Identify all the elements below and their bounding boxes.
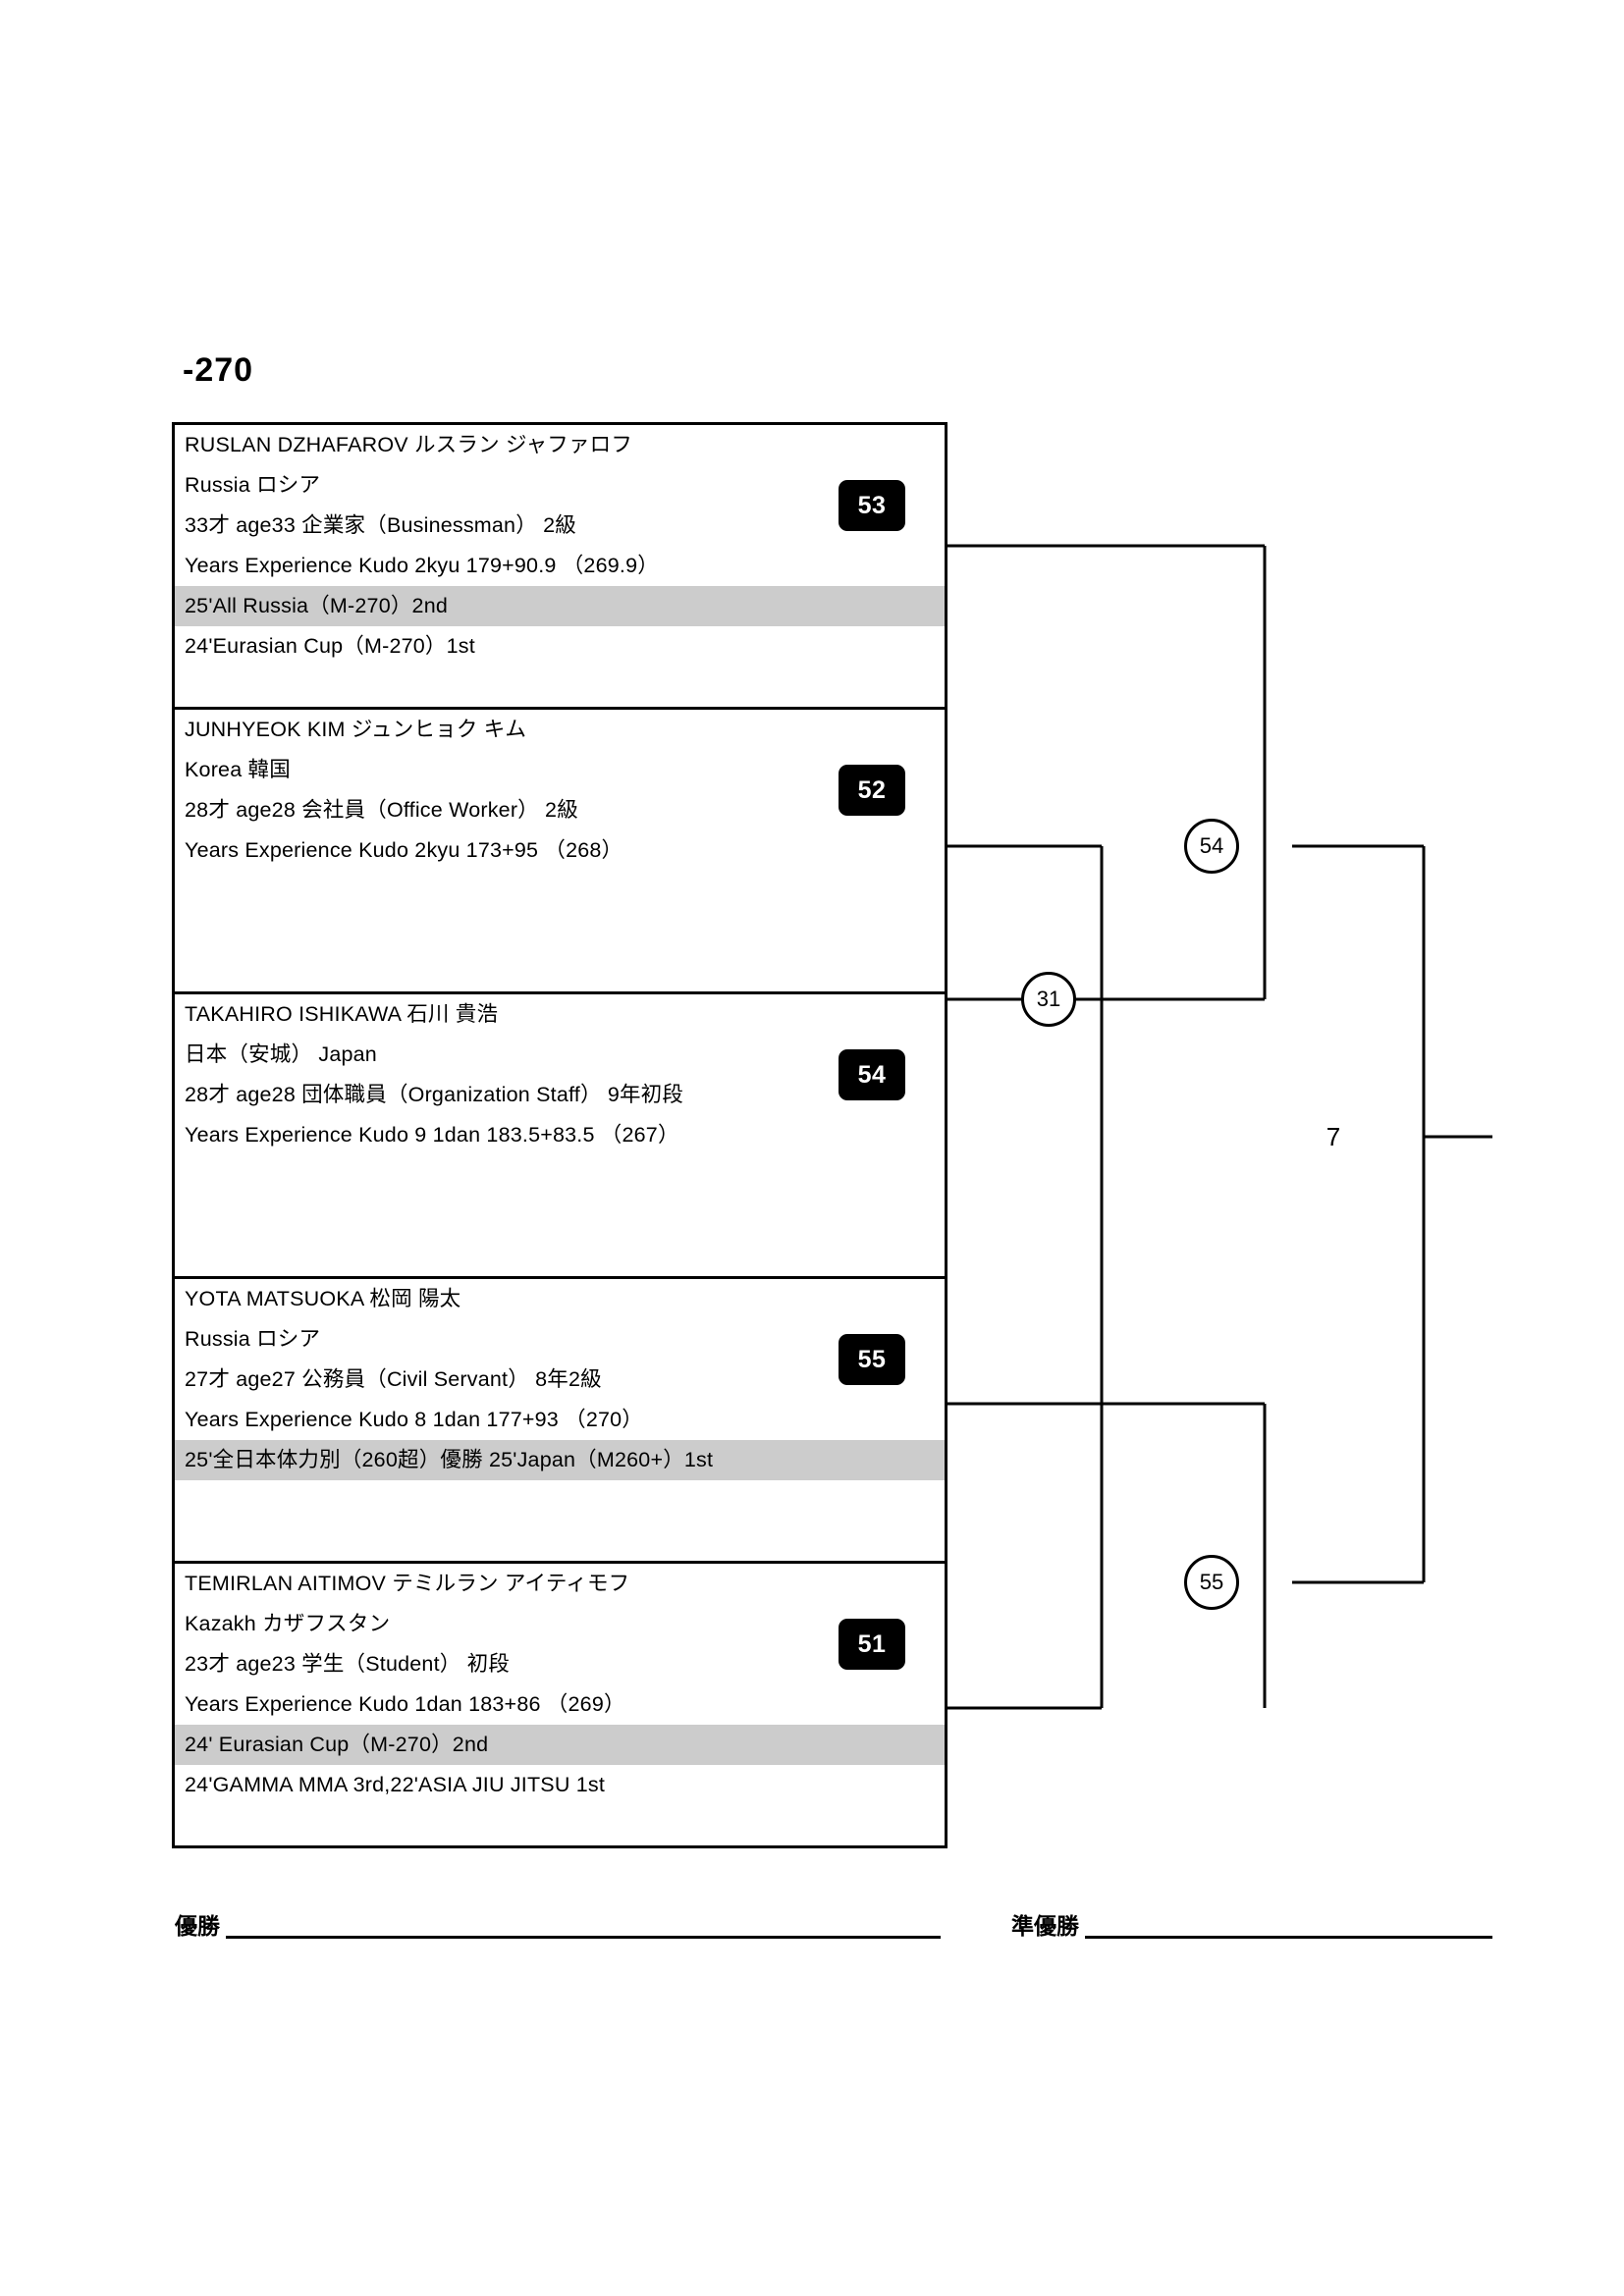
competitor-name: YOTA MATSUOKA 松岡 陽太 xyxy=(185,1287,461,1310)
competitor-detail-line: Kazakh カザフスタン xyxy=(185,1612,391,1635)
competitor-column: RUSLAN DZHAFAROV ルスラン ジャファロフ Russia ロシア 33… xyxy=(172,422,947,1848)
competitor-detail-line: 24'Eurasian Cup（M-270）1st xyxy=(185,634,475,658)
competitor-detail-line xyxy=(175,951,945,991)
competitor-detail-line: Years Experience Kudo 9 1dan 183.5+83.5 … xyxy=(185,1123,679,1147)
seed-badge[interactable]: 51 xyxy=(839,1619,905,1670)
seed-badge[interactable]: 55 xyxy=(839,1334,905,1385)
competitor-detail-line: 日本（安城） Japan xyxy=(185,1042,377,1066)
competitor-detail-line: 27才 age27 公務員（Civil Servant） 8年2級 xyxy=(185,1367,602,1391)
bracket-node-54[interactable]: 54 xyxy=(1184,819,1239,874)
competitor-name: RUSLAN DZHAFAROV ルスラン ジャファロフ xyxy=(185,433,633,456)
competitor-block[interactable]: YOTA MATSUOKA 松岡 陽太 Russia ロシア 27才 age27 公… xyxy=(175,1279,945,1564)
seed-badge[interactable]: 53 xyxy=(839,480,905,531)
result-label-champion: 優勝 xyxy=(175,1912,220,1939)
competitor-name: TAKAHIRO ISHIKAWA 石川 貴浩 xyxy=(185,1002,499,1026)
competitor-detail-line: Russia ロシア xyxy=(185,1327,321,1351)
competitor-detail-line xyxy=(175,1521,945,1561)
competitor-detail-line: Russia ロシア xyxy=(185,473,321,497)
competitor-block[interactable]: RUSLAN DZHAFAROV ルスラン ジャファロフ Russia ロシア 33… xyxy=(175,425,945,710)
competitor-detail-line xyxy=(175,871,945,911)
competitor-detail-line xyxy=(175,1196,945,1236)
competitor-detail-line: 25'全日本体力別（260超）優勝 25'Japan（M260+）1st xyxy=(175,1440,945,1480)
competitor-block[interactable]: TAKAHIRO ISHIKAWA 石川 貴浩日本（安城） Japan 28才 a… xyxy=(175,994,945,1279)
result-rule-runnerup[interactable] xyxy=(1085,1935,1492,1939)
competitor-detail-line xyxy=(175,1480,945,1521)
competitor-detail-line: 23才 age23 学生（Student） 初段 xyxy=(185,1652,511,1676)
bracket-node-7[interactable]: 7 xyxy=(1326,1121,1341,1151)
seed-badge[interactable]: 54 xyxy=(839,1049,905,1100)
competitor-detail-line xyxy=(175,1155,945,1196)
competitor-detail-line: 24' Eurasian Cup（M-270）2nd xyxy=(175,1725,945,1765)
competitor-detail-line: 28才 age28 会社員（Office Worker） 2級 xyxy=(185,798,578,822)
competitor-detail-line: Years Experience Kudo 2kyu 173+95 （268） xyxy=(185,838,623,862)
result-slot-runnerup: 準優勝 xyxy=(1011,1880,1492,1939)
competitor-name: TEMIRLAN AITIMOV テミルラン アイティモフ xyxy=(185,1572,630,1595)
competitor-detail-line xyxy=(175,1805,945,1845)
bracket-node-31[interactable]: 31 xyxy=(1021,972,1076,1027)
competitor-detail-line: 28才 age28 団体職員（Organization Staff） 9年初段 xyxy=(185,1083,684,1106)
seed-badge[interactable]: 52 xyxy=(839,765,905,816)
result-rule-champion[interactable] xyxy=(226,1935,941,1939)
competitor-detail-line xyxy=(175,667,945,707)
competitor-block[interactable]: TEMIRLAN AITIMOV テミルラン アイティモフ Kazakh カザフス… xyxy=(175,1564,945,1845)
competitor-detail-line: Korea 韓国 xyxy=(185,758,291,781)
competitor-detail-line: 33才 age33 企業家（Businessman） 2級 xyxy=(185,513,576,537)
result-label-runnerup: 準優勝 xyxy=(1011,1912,1079,1939)
competitor-detail-line: Years Experience Kudo 1dan 183+86 （269） xyxy=(185,1692,625,1716)
competitor-detail-line: Years Experience Kudo 2kyu 179+90.9 （269… xyxy=(185,554,659,577)
bracket-node-55[interactable]: 55 xyxy=(1184,1555,1239,1610)
result-slot-champion: 優勝 xyxy=(175,1880,941,1939)
competitor-block[interactable]: JUNHYEOK KIM ジュンヒョク キム Korea 韓国 28才 age28 … xyxy=(175,710,945,994)
competitor-detail-line xyxy=(175,911,945,951)
competitor-name: JUNHYEOK KIM ジュンヒョク キム xyxy=(185,718,527,741)
division-title: -270 xyxy=(183,351,254,389)
competitor-detail-line: Years Experience Kudo 8 1dan 177+93 （270… xyxy=(185,1408,644,1431)
competitor-detail-line xyxy=(175,1236,945,1276)
competitor-detail-line: 25'All Russia（M-270）2nd xyxy=(175,586,945,626)
competitor-detail-line: 24'GAMMA MMA 3rd,22'ASIA JIU JITSU 1st xyxy=(185,1773,606,1796)
